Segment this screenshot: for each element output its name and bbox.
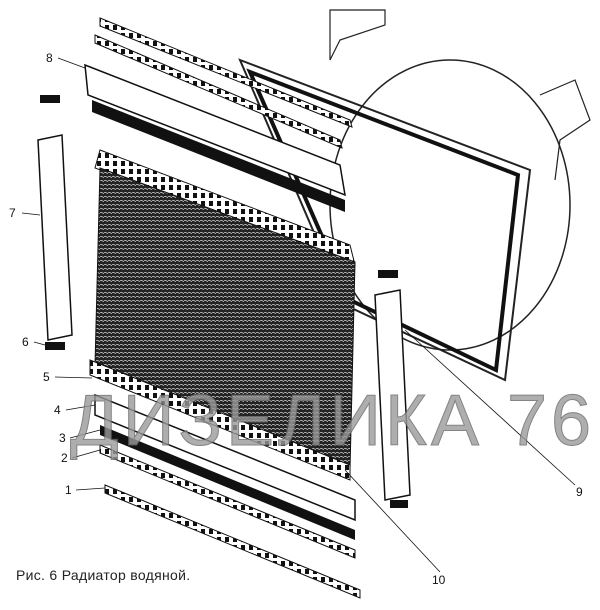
bottom-plate: [89, 359, 351, 481]
callout-1: 1: [65, 483, 72, 497]
right-pad-top: [378, 270, 398, 278]
callout-4: 4: [54, 403, 61, 417]
left-side-post: [37, 134, 73, 341]
callout-7: 7: [9, 206, 16, 220]
bottom-strip-2: [104, 484, 361, 599]
left-pad-top: [40, 95, 60, 103]
leader-lines: [21, 57, 576, 573]
bottom-gasket: [100, 425, 355, 540]
callout-8: 8: [46, 51, 53, 65]
top-tank: [84, 63, 346, 197]
watermark: ДИЗЕЛИКА 76: [69, 381, 596, 462]
top-gasket: [92, 100, 345, 212]
left-pad-6: [45, 342, 65, 350]
top-strip-1: [99, 17, 353, 128]
figure-caption: Рис. 6 Радиатор водяной.: [16, 567, 191, 583]
callout-9: 9: [576, 485, 583, 499]
right-side-post: [374, 289, 411, 501]
shroud-bracket: [329, 9, 386, 61]
bottom-tank: [94, 393, 356, 522]
callout-10: 10: [432, 573, 446, 587]
callout-2: 2: [61, 451, 68, 465]
radiator-frame: [238, 58, 532, 382]
callout-5: 5: [43, 370, 50, 384]
callout-6: 6: [22, 335, 29, 349]
callout-3: 3: [59, 431, 66, 445]
right-pad-bottom: [390, 500, 408, 508]
right-bracket: [539, 79, 591, 181]
top-strip-2: [94, 34, 343, 149]
frame-gasket: [246, 68, 521, 374]
